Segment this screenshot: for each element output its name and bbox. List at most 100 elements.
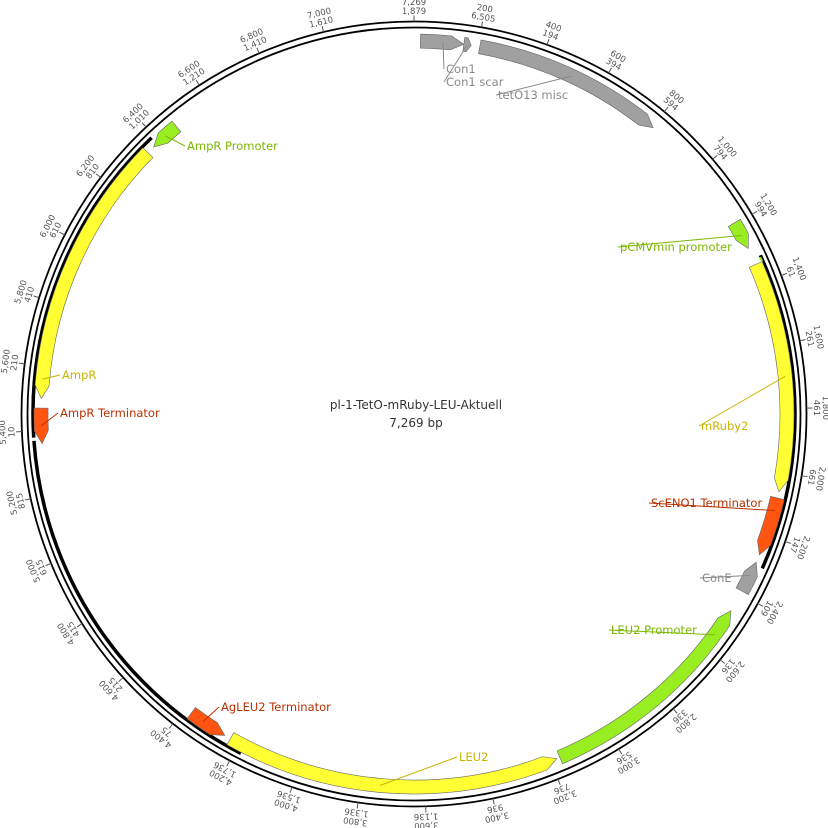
tick-sublabel: 147 (787, 535, 802, 554)
features (33, 33, 795, 795)
tick-mark (141, 122, 147, 128)
label-tetO13-misc[interactable]: tetO13 misc (498, 88, 568, 102)
feature-con1[interactable] (420, 33, 465, 51)
feature-cone[interactable] (735, 561, 758, 595)
tick-mark (712, 154, 718, 160)
feature-start-marker (759, 256, 764, 263)
tick-mark (45, 562, 52, 567)
label-agleu2-terminator[interactable]: AgLEU2 Terminator (221, 700, 331, 714)
segment-markers (31, 136, 797, 755)
feature-leu2-promoter[interactable] (556, 610, 732, 765)
feature-leu2[interactable] (226, 732, 558, 795)
tick-mark (719, 659, 726, 664)
label-leader-cone (699, 574, 751, 579)
label-pcmvmin-promoter[interactable]: pCMVmin promoter (620, 240, 732, 254)
tick-label: 5,400 (0, 420, 9, 445)
tick-label: 1,800 (820, 396, 828, 420)
tick-mark (118, 677, 124, 682)
tick-label: 3,600 (414, 819, 439, 828)
segment-marker (32, 440, 242, 755)
segment-marker (31, 136, 153, 438)
label-leader-con1 (442, 42, 445, 70)
tick-sublabel: 461 (811, 400, 821, 416)
label-ampr-terminator[interactable]: AmpR Terminator (60, 406, 160, 420)
tick-label: 5,600 (0, 349, 13, 374)
tick-sublabel: 1,879 (402, 7, 426, 17)
tick-mark (33, 295, 40, 299)
plasmid-size: 7,269 bp (389, 416, 442, 430)
tick-mark (608, 67, 612, 74)
label-sceno1-terminator[interactable]: ScENO1 Terminator (651, 496, 762, 510)
tick-label: 1,600 (811, 324, 825, 350)
tick-label: 3,400 (484, 809, 510, 824)
label-con1-scar[interactable]: Con1 scar (446, 75, 504, 89)
label-leader-tetO13-misc (495, 75, 572, 96)
tick-mark (757, 603, 764, 607)
tick-mark (195, 80, 200, 86)
feature-ampr[interactable] (34, 147, 154, 400)
tick-label: 200 (476, 3, 494, 16)
feature-ampr-promoter[interactable] (153, 120, 182, 148)
tick-mark (481, 21, 484, 28)
tick-sublabel: 410 (23, 286, 37, 304)
tick-sublabel: 6,505 (470, 11, 496, 25)
tick-mark (557, 778, 561, 785)
tick-mark (356, 802, 359, 809)
segment-marker (758, 254, 797, 570)
tick-mark (76, 623, 83, 628)
feature-pcmvmin-promoter[interactable] (727, 218, 749, 249)
tick-sublabel: 1,336 (344, 805, 370, 818)
label-leader-ampr-promoter (165, 135, 186, 147)
plasmid-name: pl-1-TetO-mRuby-LEU-Aktuell (330, 398, 502, 412)
label-leader-mruby2 (698, 375, 786, 427)
label-leader-agleu2-terminator (202, 706, 220, 722)
label-con1[interactable]: Con1 (446, 62, 476, 76)
tick-mark (799, 339, 806, 342)
tick-mark (751, 210, 758, 215)
label-ampr-promoter[interactable]: AmpR Promoter (187, 139, 278, 153)
tick-mark (18, 362, 25, 365)
tick-mark (618, 748, 623, 755)
label-leader-con1-scar (443, 44, 468, 83)
tick-sublabel: 261 (803, 330, 816, 348)
tick-mark (226, 760, 231, 767)
tick-sublabel: 661 (805, 468, 817, 486)
tick-mark (59, 231, 65, 236)
tick-mark (672, 708, 678, 714)
tick-mark (289, 786, 293, 793)
center-title: pl-1-TetO-mRuby-LEU-Aktuell 7,269 bp (330, 398, 502, 430)
label-leu2[interactable]: LEU2 (459, 750, 488, 764)
tick-mark (663, 106, 669, 112)
tick-mark (546, 38, 550, 45)
label-leader-leu2-promoter (608, 629, 715, 636)
tick-sublabel: 936 (486, 801, 504, 814)
label-leader-pcmvmin-promoter (617, 235, 742, 248)
label-cone[interactable]: ConE (702, 571, 732, 585)
label-leader-sceno1-terminator (648, 502, 775, 511)
label-leu2-promoter[interactable]: LEU2 Promoter (611, 623, 697, 637)
tick-mark (168, 723, 174, 729)
tick-mark (781, 272, 788, 276)
tick-mark (321, 26, 325, 33)
label-leader-ampr (42, 374, 61, 380)
backbone-inner-circle (26, 26, 802, 802)
tick-sublabel: 10 (7, 426, 17, 437)
feature-sceno1-terminator[interactable] (757, 496, 785, 556)
tick-sublabel: 1,136 (414, 810, 439, 821)
tick-sublabel: 61 (784, 265, 797, 279)
tick-mark (256, 47, 260, 54)
feature-agleu2-terminator[interactable] (186, 707, 226, 736)
tick-mark (801, 475, 808, 478)
label-ampr[interactable]: AmpR (62, 368, 96, 382)
label-mruby2[interactable]: mRuby2 (701, 419, 748, 433)
tick-label: 7,269 (402, 0, 426, 8)
tick-mark (24, 498, 31, 501)
feature-tetO13-misc[interactable] (478, 39, 654, 129)
tick-mark (492, 798, 495, 805)
label-leader-leu2 (379, 756, 458, 786)
tick-label: 3,800 (343, 814, 369, 827)
tick-sublabel: 210 (9, 354, 21, 371)
feature-mruby2[interactable] (748, 261, 795, 493)
tick-label: 2,000 (813, 466, 827, 492)
